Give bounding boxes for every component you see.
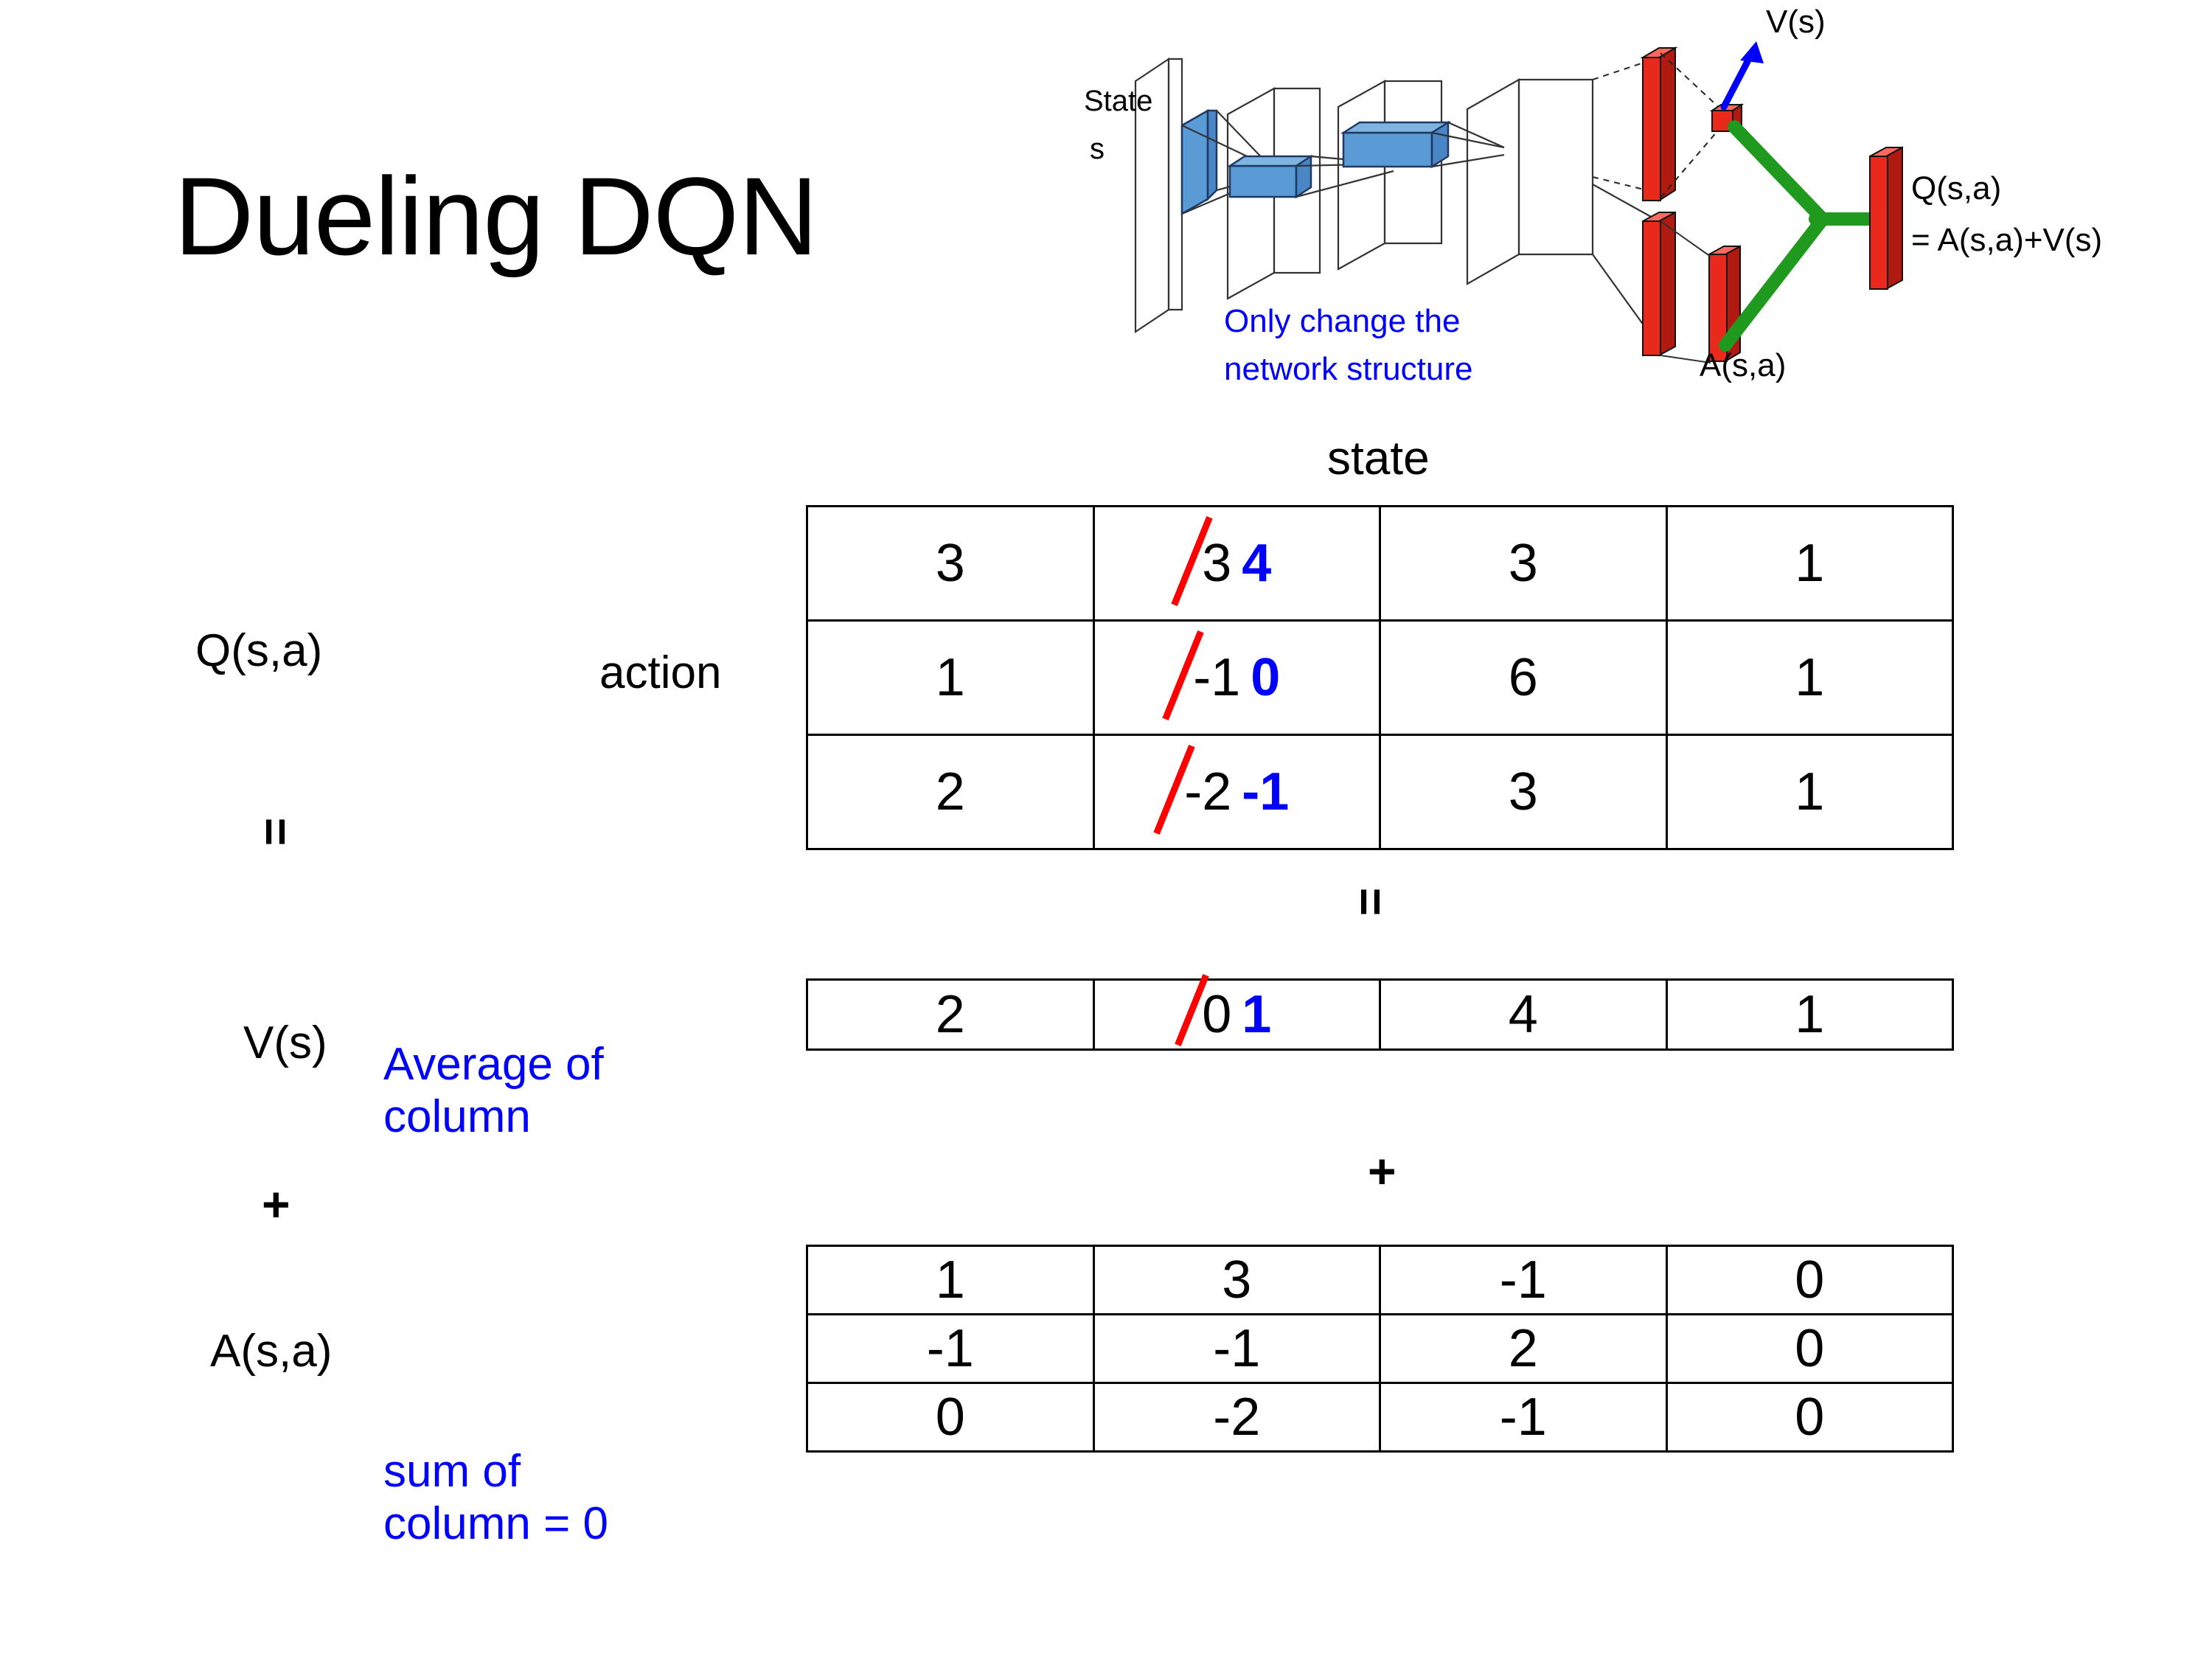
sum-of-column-line2: column = 0: [383, 1498, 609, 1550]
value-stream-bar: [1640, 46, 1678, 202]
table-cell: 4: [1379, 978, 1668, 1051]
q-output-bar: [1869, 146, 1903, 291]
table-cell: 2: [1379, 1313, 1668, 1384]
row-axis-label-action: action: [599, 647, 722, 698]
column-axis-label-state: state: [1327, 431, 1430, 484]
table-cell: 2: [806, 978, 1095, 1051]
corrected-new-value: 1: [1242, 985, 1272, 1044]
table-cell: 1: [806, 1245, 1095, 1315]
table-cell: -1: [1379, 1245, 1668, 1315]
diagram-input-label-line1: State: [1084, 85, 1152, 117]
struck-old-value: 0: [1202, 985, 1232, 1044]
table-cell: 2: [806, 734, 1095, 850]
edited-cell: -2-1: [1184, 762, 1289, 822]
a-table-label: A(s,a): [210, 1326, 333, 1377]
plus-operator-middle: +: [1368, 1144, 1397, 1198]
corrected-new-value: 0: [1251, 648, 1281, 707]
dueling-network-diagram: State s V(s) A(s,a) Q(s,a) = A(s,a)+V(s)…: [1077, 0, 2212, 413]
equals-operator-left: =: [248, 817, 304, 846]
corrected-new-value: 4: [1242, 534, 1272, 593]
plus-operator-left: +: [262, 1177, 291, 1231]
table-cell: 1: [1665, 619, 1954, 736]
q-table-label: Q(s,a): [195, 625, 323, 676]
combine-arms: [1719, 120, 1878, 352]
average-of-column-line1: Average of: [383, 1039, 604, 1090]
table-cell: -1: [1092, 1313, 1381, 1384]
diagram-q-label-line2: = A(s,a)+V(s): [1911, 222, 2102, 258]
diagram-value-label: V(s): [1766, 4, 1826, 40]
diagram-note-line1: Only change the: [1224, 303, 1460, 339]
table-cell: 0: [1665, 1245, 1954, 1315]
corrected-new-value: -1: [1242, 762, 1290, 821]
advantage-stream-bar: [1642, 211, 1676, 357]
table-cell: 1: [1665, 978, 1954, 1051]
average-of-column-annotation: Average of column: [383, 1038, 604, 1144]
struck-old-value: -1: [1193, 648, 1241, 707]
table-cell: -1: [1379, 1382, 1668, 1453]
table-cell: 3: [806, 505, 1095, 622]
diagram-note-line2: network structure: [1224, 351, 1472, 387]
table-cell: 3: [1379, 505, 1668, 622]
table-cell: 0: [806, 1382, 1095, 1453]
table-cell: 6: [1379, 619, 1668, 736]
table-cell: -1: [806, 1313, 1095, 1384]
table-cell: 1: [1665, 734, 1954, 850]
diagram-q-label-line1: Q(s,a): [1911, 170, 2001, 206]
average-of-column-line2: column: [383, 1091, 531, 1143]
table-cell: -2: [1092, 1382, 1381, 1453]
diagram-advantage-label: A(s,a): [1700, 347, 1786, 383]
table-cell: 1: [806, 619, 1095, 736]
table-cell: 3: [1379, 734, 1668, 850]
table-cell: 0: [1665, 1313, 1954, 1384]
struck-old-value: -2: [1184, 762, 1232, 821]
table-cell: -2-1: [1092, 734, 1381, 850]
equals-operator-middle: =: [1343, 887, 1399, 917]
diagram-input-label-line2: s: [1090, 133, 1105, 165]
v-table-label: V(s): [243, 1018, 327, 1068]
table-cell: 3: [1092, 1245, 1381, 1315]
sum-of-column-line1: sum of: [383, 1446, 521, 1497]
page-title: Dueling DQN: [174, 154, 818, 278]
value-arrow: [1720, 41, 1764, 111]
table-cell: 0: [1665, 1382, 1954, 1453]
struck-old-value: 3: [1202, 534, 1232, 593]
sum-of-column-annotation: sum of column = 0: [383, 1445, 608, 1551]
table-cell: 1: [1665, 505, 1954, 622]
